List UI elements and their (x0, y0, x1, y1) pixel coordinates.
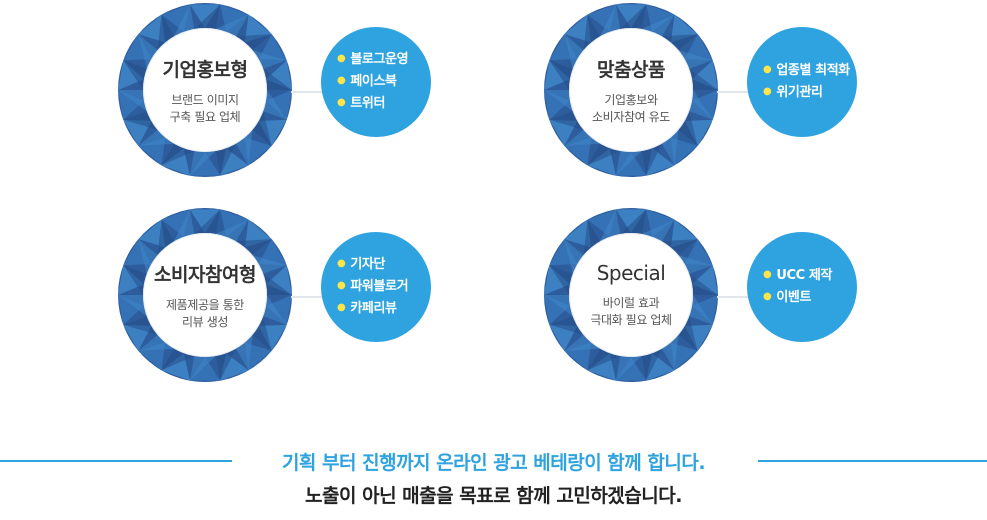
bullet-icon: ● (763, 64, 772, 75)
connector-line (291, 91, 323, 93)
card-consumer-participation: 소비자참여형 제품제공을 통한 리뷰 생성 ●기자단 ●파워블로거 ●카페리뷰 (117, 207, 557, 387)
ring-graphic: 소비자참여형 제품제공을 통한 리뷰 생성 (117, 207, 293, 383)
ring-graphic: Special 바이럴 효과 극대화 필요 업체 (543, 207, 719, 383)
card-subtitle: 기업홍보와 소비자참여 유도 (592, 92, 670, 124)
card-title: 소비자참여형 (154, 263, 256, 286)
bullet-icon: ● (337, 258, 346, 269)
card-subtitle: 브랜드 이미지 구축 필요 업체 (169, 92, 241, 124)
bullet-icon: ● (337, 97, 346, 108)
feature-item: ●UCC 제작 (763, 268, 833, 283)
connector-line (291, 296, 323, 298)
feature-item: ●카페리뷰 (337, 301, 397, 316)
feature-item: ●트위터 (337, 96, 386, 111)
bullet-icon: ● (337, 75, 346, 86)
feature-badge: ●업종별 최적화 ●위기관리 (747, 27, 857, 137)
feature-badge: ●UCC 제작 ●이벤트 (747, 232, 857, 342)
footer-tagline: 기획 부터 진행까지 온라인 광고 베테랑이 함께 합니다. (281, 452, 706, 474)
feature-item: ●위기관리 (763, 85, 823, 100)
connector-line (717, 296, 749, 298)
card-subtitle: 바이럴 효과 극대화 필요 업체 (590, 296, 672, 327)
card-special: Special 바이럴 효과 극대화 필요 업체 ●UCC 제작 ●이벤트 (543, 207, 983, 387)
bullet-icon: ● (337, 53, 346, 64)
feature-item: ●업종별 최적화 (763, 63, 850, 78)
bullet-icon: ● (337, 302, 346, 313)
card-corporate-pr: 기업홍보형 브랜드 이미지 구축 필요 업체 ●블로그운영 ●페이스북 ●트위터 (117, 2, 557, 182)
bullet-icon: ● (763, 291, 772, 302)
connector-line (717, 91, 749, 93)
bullet-icon: ● (337, 280, 346, 291)
ring-center: 맞춤상품 기업홍보와 소비자참여 유도 (569, 28, 693, 152)
ring-graphic: 맞춤상품 기업홍보와 소비자참여 유도 (543, 2, 719, 178)
ring-graphic: 기업홍보형 브랜드 이미지 구축 필요 업체 (117, 2, 293, 178)
card-title: 맞춤상품 (597, 58, 665, 81)
bullet-icon: ● (763, 269, 772, 280)
feature-item: ●파워블로거 (337, 279, 409, 294)
card-title: 기업홍보형 (162, 58, 248, 81)
footer-goal: 노출이 아닌 매출을 목표로 함께 고민하겠습니다. (305, 485, 682, 507)
feature-item: ●페이스북 (337, 74, 397, 89)
footer-divider-left (0, 460, 232, 462)
card-subtitle: 제품제공을 통한 리뷰 생성 (166, 297, 244, 329)
card-title: Special (596, 261, 666, 285)
feature-item: ●기자단 (337, 257, 386, 272)
feature-badge: ●기자단 ●파워블로거 ●카페리뷰 (321, 232, 431, 342)
feature-item: ●블로그운영 (337, 52, 409, 67)
card-custom-product: 맞춤상품 기업홍보와 소비자참여 유도 ●업종별 최적화 ●위기관리 (543, 2, 983, 182)
feature-badge: ●블로그운영 ●페이스북 ●트위터 (321, 27, 431, 137)
ring-center: 소비자참여형 제품제공을 통한 리뷰 생성 (143, 233, 267, 357)
ring-center: Special 바이럴 효과 극대화 필요 업체 (569, 233, 693, 357)
bullet-icon: ● (763, 86, 772, 97)
feature-item: ●이벤트 (763, 290, 812, 305)
ring-center: 기업홍보형 브랜드 이미지 구축 필요 업체 (143, 28, 267, 152)
footer-divider-right (758, 460, 987, 462)
